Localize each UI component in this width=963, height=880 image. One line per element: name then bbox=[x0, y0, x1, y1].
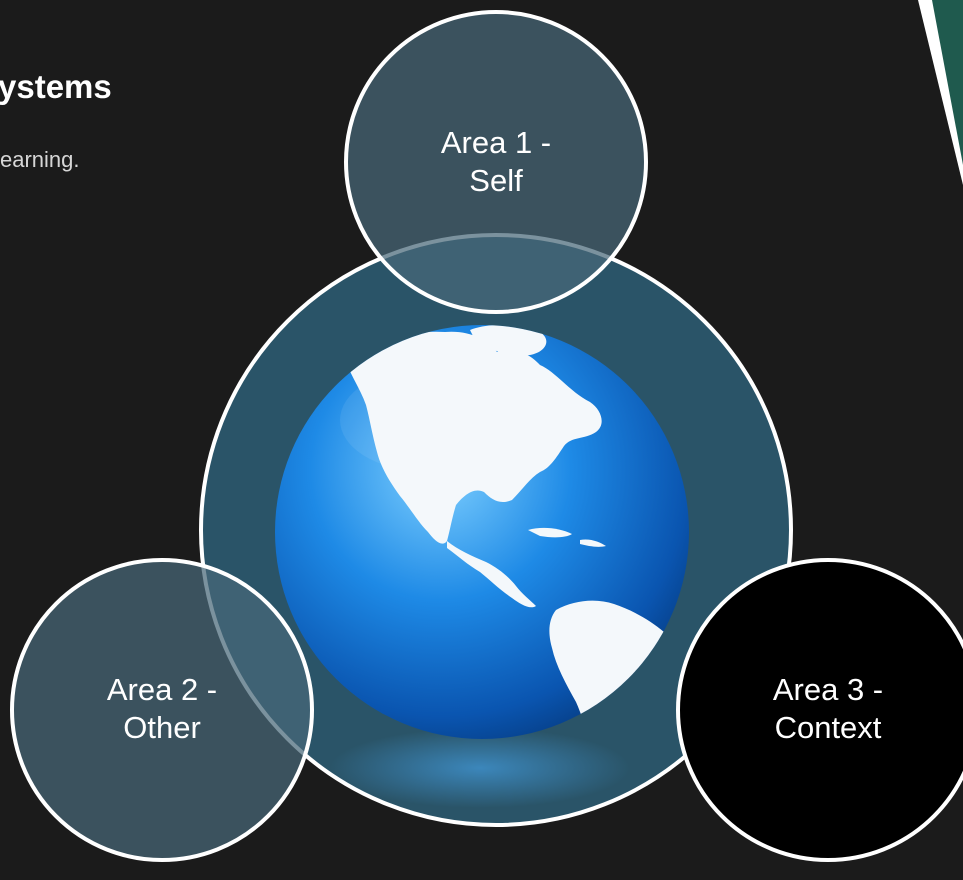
area-2-circle bbox=[10, 558, 314, 862]
area-1-circle bbox=[344, 10, 648, 314]
area-3-label-line2: Context bbox=[774, 710, 882, 745]
area-1-label: Area 1 - Self bbox=[386, 124, 606, 200]
globe-reflection bbox=[330, 728, 630, 808]
globe-icon bbox=[275, 325, 689, 739]
area-2-label-line2: Other bbox=[123, 710, 201, 745]
area-2-label: Area 2 - Other bbox=[52, 671, 272, 747]
slide-title: ystems bbox=[0, 68, 112, 105]
slide-subtitle: earning. bbox=[0, 147, 80, 172]
area-3-circle bbox=[676, 558, 963, 862]
area-2-label-line1: Area 2 - bbox=[106, 672, 218, 707]
area-1-label-line2: Self bbox=[469, 163, 523, 198]
area-1-label-line1: Area 1 - bbox=[440, 125, 552, 160]
area-3-label-line1: Area 3 - bbox=[772, 672, 884, 707]
area-3-label: Area 3 - Context bbox=[718, 671, 938, 747]
